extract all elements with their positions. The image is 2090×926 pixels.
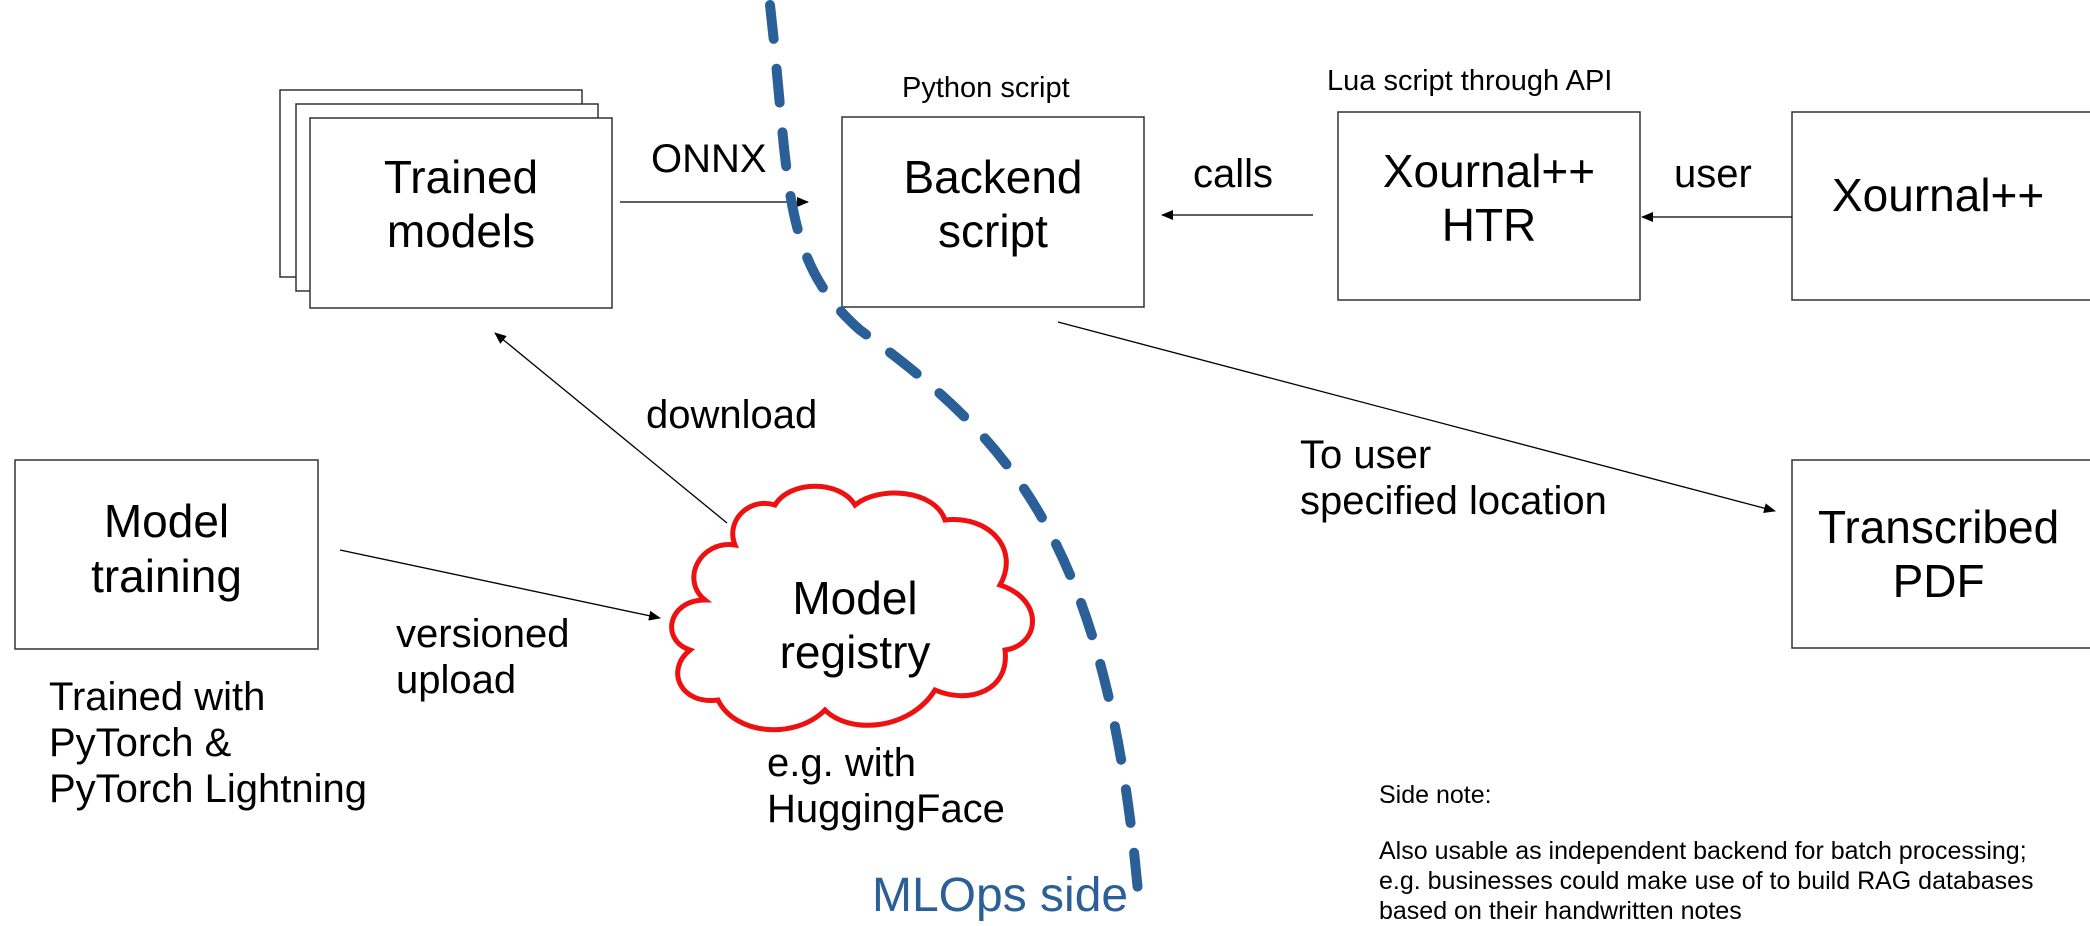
backend-script-box [841, 116, 1145, 308]
model-registry-label: Model registry [779, 571, 931, 678]
model-registry-cloud [669, 483, 1035, 733]
download-arrow [494, 332, 728, 524]
model-training-label: Model training [91, 495, 242, 602]
trained-models-box [309, 117, 613, 309]
xournal-box [1791, 111, 2090, 301]
xournal-label: Xournal++ [1832, 168, 2045, 221]
xournal-htr-box [1337, 111, 1641, 301]
trained-models-stack [279, 89, 613, 309]
xournal-htr-label: Xournal++ HTR [1382, 144, 1596, 251]
trained-with-annotation: Trained with PyTorch & PyTorch Lightning [49, 675, 367, 811]
versioned-upload-label: versioned upload [396, 612, 570, 702]
trained-models-label: Trained models [383, 150, 539, 257]
user-label: user [1674, 152, 1752, 196]
model-training-box [14, 459, 319, 650]
huggingface-annotation: e.g. with HuggingFace [767, 741, 1005, 831]
backend-script-label: Backend script [903, 150, 1083, 257]
versioned-upload-arrow [339, 549, 661, 621]
python-script-annotation: Python script [902, 72, 1070, 104]
side-note-title: Side note: [1379, 781, 1492, 809]
transcribed-pdf-box [1791, 459, 2090, 649]
calls-label: calls [1193, 152, 1274, 196]
to-user-arrow [1057, 321, 1776, 514]
onnx-label: ONNX [651, 137, 767, 181]
side-note-body: Also usable as independent backend for b… [1379, 837, 2034, 925]
transcribed-pdf-label: Transcribed PDF [1818, 500, 2060, 607]
mlops-side-label: MLOps side [872, 869, 1129, 922]
download-label: download [646, 393, 818, 437]
mlops-boundary-line [765, 0, 1145, 920]
to-user-label: To user specified location [1300, 433, 1607, 523]
lua-script-annotation: Lua script through API [1327, 65, 1613, 97]
